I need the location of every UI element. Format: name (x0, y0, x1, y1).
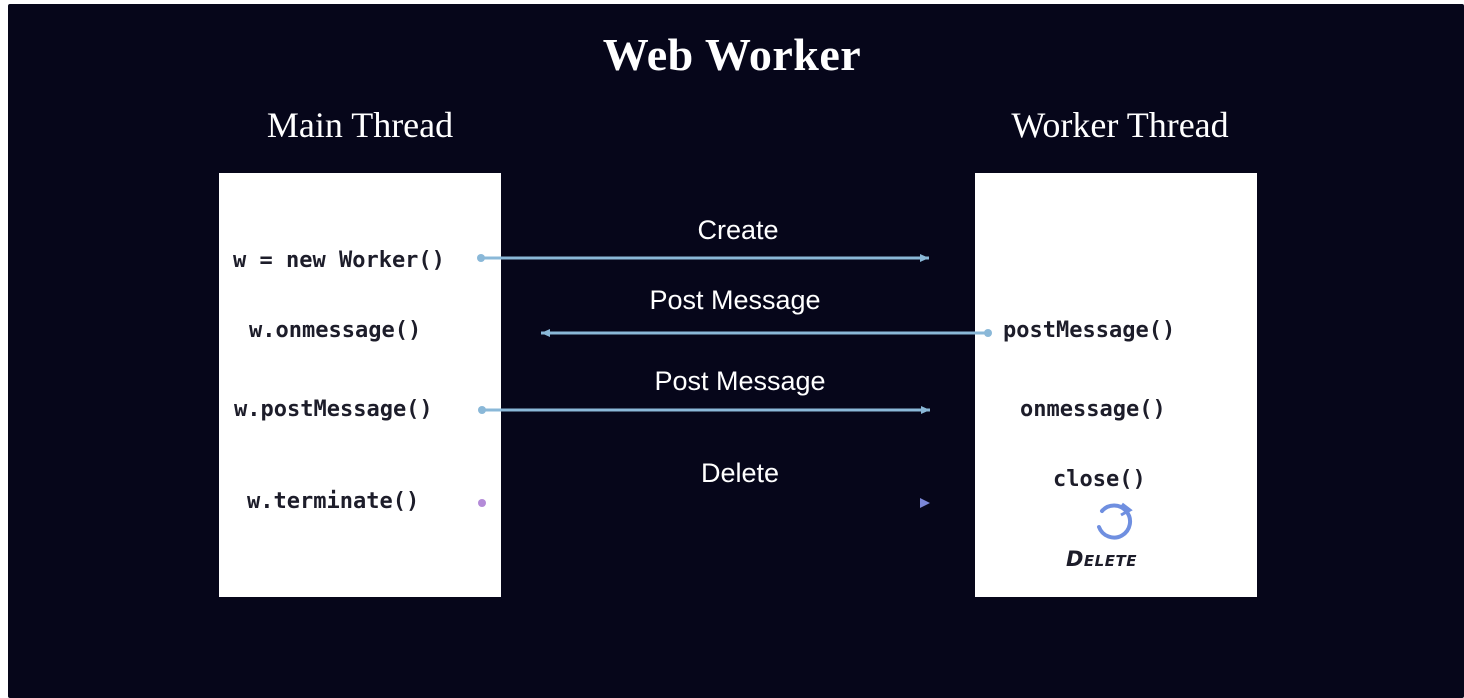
message-label-create: Create (697, 215, 779, 245)
worker-item-postmessage: postMessage() (1003, 318, 1176, 343)
worker-item-onmessage: onmessage() (1020, 397, 1166, 422)
delete-stamp: Delete (1066, 547, 1137, 571)
main-thread-panel (219, 173, 501, 597)
worker-thread-panel (975, 173, 1257, 597)
message-label-delete: Delete (700, 458, 780, 488)
main-item-postmessage: w.postMessage() (234, 397, 433, 422)
main-item-new-worker: w = new Worker() (233, 248, 445, 273)
worker-item-close: close() (1053, 467, 1146, 492)
main-item-terminate: w.terminate() (247, 489, 420, 514)
worker-thread-header: Worker Thread (1011, 105, 1229, 145)
message-label-post-message-to-main: Post Message (649, 285, 821, 315)
main-thread-header: Main Thread (266, 105, 454, 145)
diagram-title: Web Worker (602, 29, 862, 80)
main-item-onmessage: w.onmessage() (249, 318, 422, 343)
message-label-post-message-to-worker: Post Message (654, 366, 826, 396)
